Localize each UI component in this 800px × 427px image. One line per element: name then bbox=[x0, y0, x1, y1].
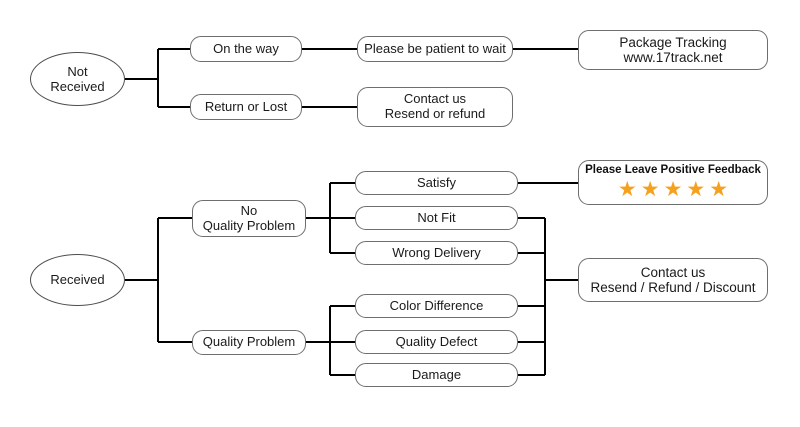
star-rating[interactable]: ★ ★ ★ ★ ★ bbox=[618, 179, 728, 200]
star-icon[interactable]: ★ bbox=[663, 178, 683, 202]
node-color-difference[interactable]: Color Difference bbox=[355, 294, 518, 318]
node-contact-us-resend-refund-discount[interactable]: Contact us Resend / Refund / Discount bbox=[578, 258, 768, 302]
node-no-quality-problem[interactable]: No Quality Problem bbox=[192, 200, 306, 237]
node-received[interactable]: Received bbox=[30, 254, 125, 306]
node-return-or-lost[interactable]: Return or Lost bbox=[190, 94, 302, 120]
star-icon[interactable]: ★ bbox=[640, 178, 660, 202]
star-icon[interactable]: ★ bbox=[617, 178, 637, 202]
node-not-received[interactable]: Not Received bbox=[30, 52, 125, 106]
node-wrong-delivery[interactable]: Wrong Delivery bbox=[355, 241, 518, 265]
node-quality-defect[interactable]: Quality Defect bbox=[355, 330, 518, 354]
node-not-fit[interactable]: Not Fit bbox=[355, 206, 518, 230]
node-package-tracking[interactable]: Package Tracking www.17track.net bbox=[578, 30, 768, 70]
node-satisfy[interactable]: Satisfy bbox=[355, 171, 518, 195]
node-contact-us-resend-or-refund[interactable]: Contact us Resend or refund bbox=[357, 87, 513, 127]
node-quality-problem[interactable]: Quality Problem bbox=[192, 330, 306, 355]
node-on-the-way[interactable]: On the way bbox=[190, 36, 302, 62]
node-positive-feedback[interactable]: Please Leave Positive Feedback ★ ★ ★ ★ ★ bbox=[578, 160, 768, 205]
star-icon[interactable]: ★ bbox=[709, 178, 729, 202]
positive-feedback-label: Please Leave Positive Feedback bbox=[585, 163, 761, 176]
star-icon[interactable]: ★ bbox=[686, 178, 706, 202]
node-damage[interactable]: Damage bbox=[355, 363, 518, 387]
node-please-be-patient-to-wait[interactable]: Please be patient to wait bbox=[357, 36, 513, 62]
